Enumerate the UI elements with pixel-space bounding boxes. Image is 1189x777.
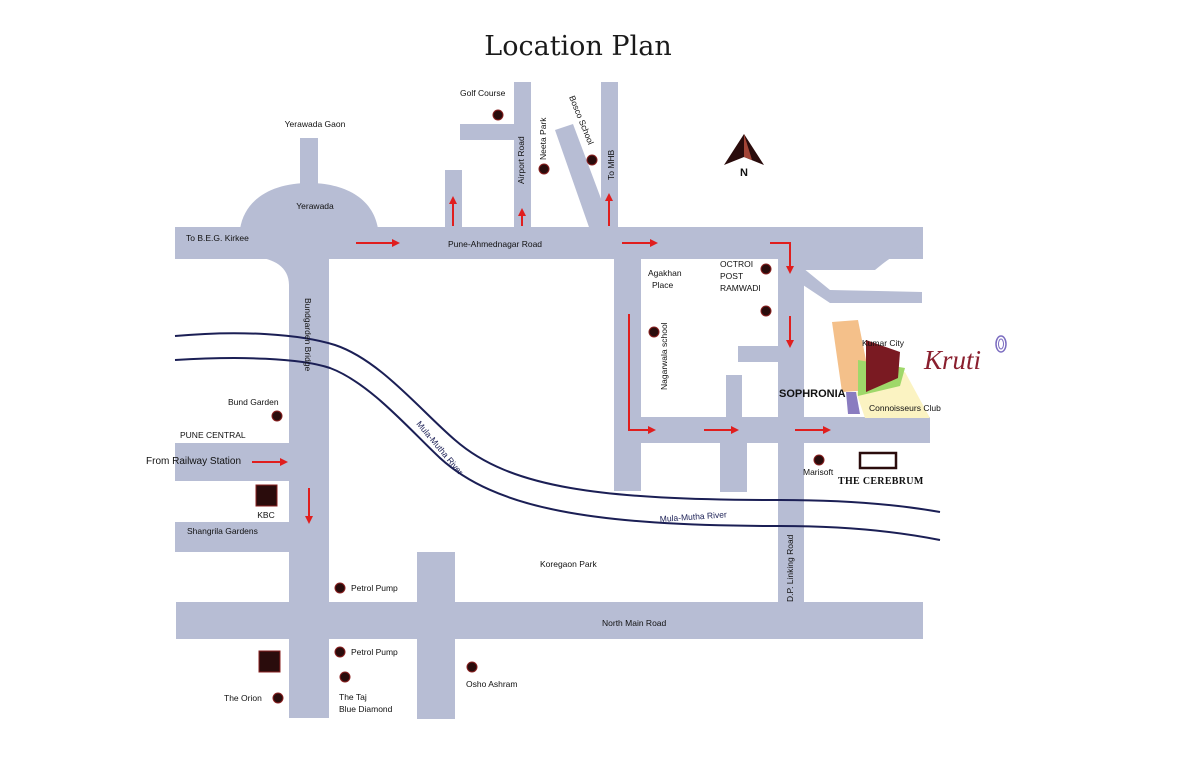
arrow-turn-east (628, 314, 656, 434)
road-airport-stem (514, 82, 531, 230)
label-north-main-road: North Main Road (602, 618, 667, 628)
label-yerawada: Yerawada (296, 201, 334, 211)
marker-nagarwala-school (648, 326, 660, 338)
marker-bosco-school (586, 154, 598, 166)
marker-osho-ashram (466, 661, 478, 673)
north-label: N (740, 167, 748, 179)
mula-mutha-river (174, 332, 941, 541)
road-ramwadi-branch (803, 247, 923, 270)
road-agakhan (614, 257, 641, 491)
label-nagarwala-school: Nagarwala school (659, 322, 669, 390)
brand-name: Kruti (923, 345, 981, 375)
north-indicator: N (724, 134, 764, 179)
label-octroi-post: POST (720, 271, 743, 281)
kruti-logo: Kruti (923, 335, 1007, 375)
road-bosco (555, 124, 612, 230)
marker-orion-building (258, 650, 281, 673)
river-bank-lower (174, 357, 941, 541)
marker-the-orion (272, 692, 284, 704)
label-connoisseurs-club: Connoisseurs Club (869, 403, 941, 413)
road-yerawada-gaon (300, 138, 318, 193)
marker-kbc (255, 484, 278, 507)
label-petrol-pump-2: Petrol Pump (351, 647, 398, 657)
site-cream-plot (856, 372, 930, 418)
marker-petrol-pump-2 (334, 646, 346, 658)
markers (255, 109, 825, 704)
label-koregaon-park: Koregaon Park (540, 559, 597, 569)
roads (175, 82, 930, 719)
marker-the-cerebrum (858, 451, 898, 470)
marker-golf-course (492, 109, 504, 121)
label-neeta-park: Neeta Park (538, 117, 548, 160)
label-agakhan-place: Place (652, 280, 674, 290)
label-to-mhb: To MHB (606, 149, 616, 180)
label-the-taj: The Taj (339, 692, 367, 702)
project-site (832, 320, 930, 418)
north-arrow-shade-icon (744, 134, 752, 160)
marker-octroi-post (760, 263, 772, 275)
fingerprint-inner-icon (998, 338, 1004, 350)
direction-arrows (252, 193, 831, 524)
arrow-turn-south-1 (770, 242, 794, 274)
site-kumar-city-building (866, 340, 900, 392)
road-osho (417, 552, 455, 719)
label-from-railway-station: From Railway Station (146, 456, 241, 467)
label-pune-central: PUNE CENTRAL (180, 430, 246, 440)
marker-bund-garden (271, 410, 283, 422)
site-purple-plot (846, 392, 860, 414)
marker-the-taj (339, 671, 351, 683)
label-airport-road: Airport Road (516, 136, 526, 184)
label-agakhan: Agakhan (648, 268, 682, 278)
label-mula-mutha-river-2: Mula-Mutha River (659, 509, 727, 524)
road-bundgarden-curve (250, 257, 329, 285)
label-bund-garden: Bund Garden (228, 397, 279, 407)
road-middle-1 (720, 440, 747, 492)
river-bank-upper (174, 332, 941, 513)
nagarwala-block (641, 300, 686, 417)
road-ramwadi-side (803, 268, 922, 303)
label-bundgarden-bridge: Bundgarden Bridge (303, 298, 313, 372)
road-lower-right (640, 417, 930, 443)
marker-marisoft (813, 454, 825, 466)
label-kbc: KBC (257, 510, 274, 520)
road-sophronia-spur (738, 346, 783, 362)
marker-neeta-park (538, 163, 550, 175)
road-bundgarden-bridge (289, 257, 329, 718)
label-kumar-city: Kumar City (862, 338, 905, 348)
label-shangrila-gardens: Shangrila Gardens (187, 526, 258, 536)
label-sophronia: SOPHRONIA (779, 388, 846, 400)
marker-petrol-pump-1 (334, 582, 346, 594)
road-shangrila (175, 522, 290, 552)
label-the-orion: The Orion (224, 693, 262, 703)
map-title: Location Plan (484, 31, 671, 62)
label-dp-linking-road: D.P. Linking Road (785, 534, 795, 602)
label-the-cerebrum: THE CEREBRUM (838, 476, 924, 487)
marker-ramwadi (760, 305, 772, 317)
yerawada-junction (240, 183, 378, 229)
road-golf-branch (460, 124, 520, 140)
label-golf-course: Golf Course (460, 88, 506, 98)
label-ramwadi: RAMWADI (720, 283, 761, 293)
label-osho-ashram: Osho Ashram (466, 679, 518, 689)
road-pune-ahmednagar (175, 227, 923, 259)
fingerprint-icon (995, 335, 1007, 353)
label-blue-diamond: Blue Diamond (339, 704, 393, 714)
label-marisoft: Marisoft (803, 467, 834, 477)
label-octroi: OCTROI (720, 259, 753, 269)
label-pune-ahmednagar-road: Pune-Ahmednagar Road (448, 239, 542, 249)
label-to-beg-kirkee: To B.E.G. Kirkee (186, 233, 249, 243)
road-north-main (176, 602, 923, 639)
label-petrol-pump-1: Petrol Pump (351, 583, 398, 593)
label-yerawada-gaon: Yerawada Gaon (285, 119, 346, 129)
